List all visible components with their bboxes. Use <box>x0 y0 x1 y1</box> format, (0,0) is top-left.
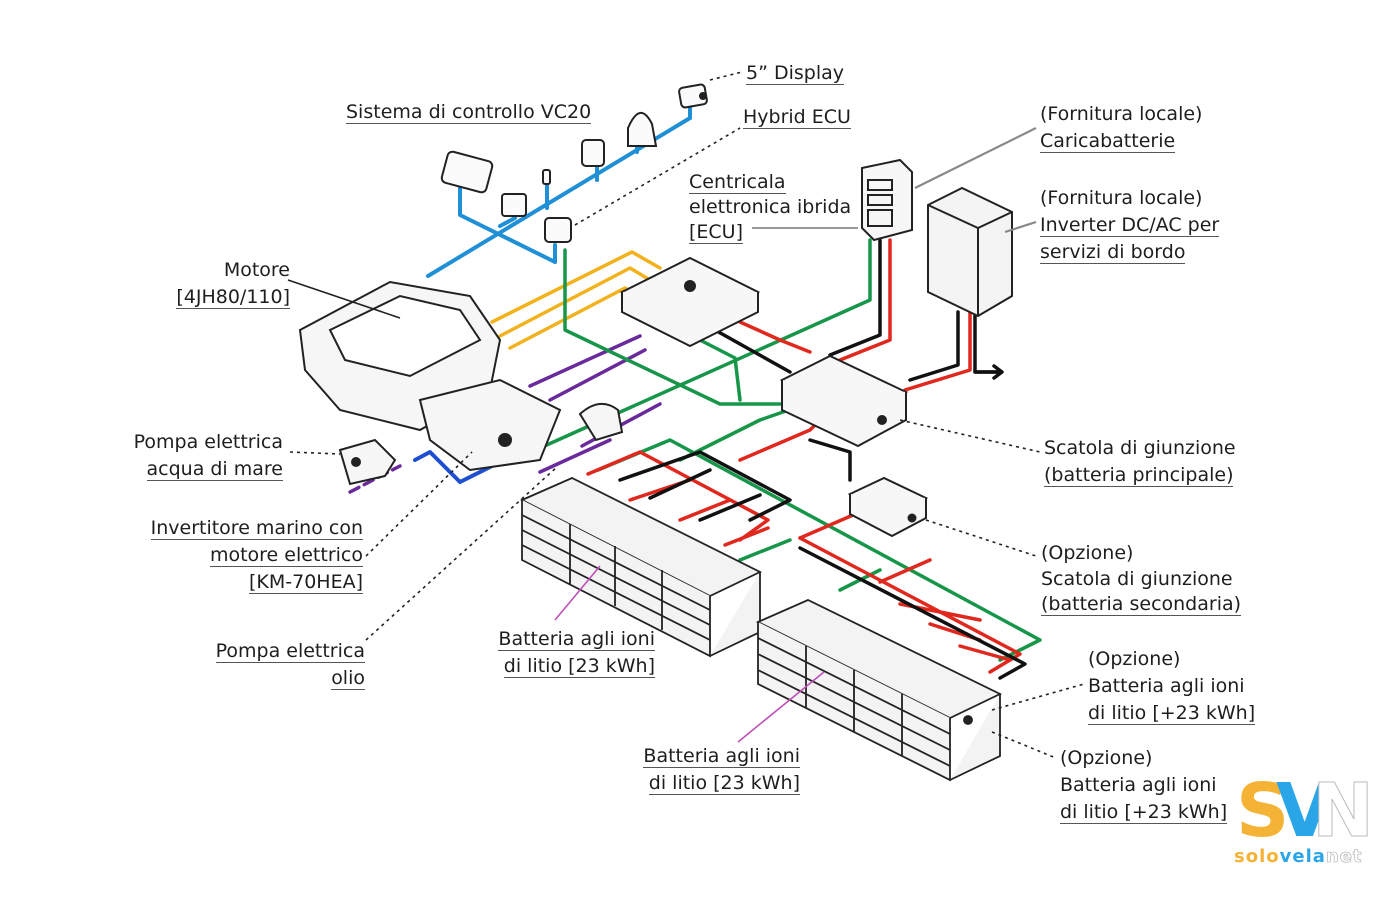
control-panel-icon <box>440 150 494 194</box>
logo-text: solovelanet <box>1234 846 1363 868</box>
positive-wiring <box>586 238 1022 674</box>
label-battery-opt-line: Batteria agli ioni <box>1060 774 1217 796</box>
hybrid-ecu-module-icon <box>544 217 572 243</box>
label-battery-opt-line: (Opzione) <box>1088 648 1181 670</box>
label-inverter: (Fornitura locale) Inverter DC/AC per se… <box>1040 185 1220 266</box>
logo-text-solo: solo <box>1234 846 1280 867</box>
label-vc20: Sistema di controllo VC20 <box>346 99 592 126</box>
label-seawater-pump: Pompa elettrica acqua di mare <box>90 429 283 483</box>
logo-text-vela: vela <box>1279 846 1326 867</box>
gauge-icon <box>581 139 605 167</box>
label-junction-secondary-line: (batteria secondaria) <box>1041 593 1242 616</box>
label-battery-opt-2: (Opzione) Batteria agli ioni di litio [+… <box>1060 745 1228 826</box>
label-junction-secondary-line: Scatola di giunzione <box>1041 567 1233 590</box>
label-ecu-line: elettronica ibrida <box>689 196 852 218</box>
throttle-lever-icon <box>627 112 658 147</box>
label-ecu-line: [ECU] <box>689 221 744 244</box>
label-marine-gear-line: motore elettrico <box>209 544 363 567</box>
label-battery-1: Batteria agli ioni di litio [23 kWh] <box>455 626 655 680</box>
label-marine-gear-line: [KM-70HEA] <box>249 571 363 594</box>
label-engine-line: Motore <box>223 259 290 281</box>
label-engine-line: [4JH80/110] <box>176 286 290 309</box>
label-marine-gear-line: Invertitore marino con <box>150 517 363 540</box>
label-inverter-line: (Fornitura locale) <box>1040 187 1203 209</box>
negative-wiring <box>618 238 1027 680</box>
label-marine-gear: Invertitore marino con motore elettrico … <box>90 515 363 596</box>
label-battery-line: di litio [23 kWh] <box>648 772 800 795</box>
label-junction-main-line: Scatola di giunzione <box>1044 437 1236 459</box>
label-battery-line: di litio [23 kWh] <box>503 655 655 678</box>
label-inverter-line: Inverter DC/AC per <box>1040 214 1220 237</box>
logo-letter-v: V <box>1276 768 1334 854</box>
label-battery-opt-line: (Opzione) <box>1060 747 1153 769</box>
vc20-devices <box>440 83 708 243</box>
central-ecu <box>619 256 761 348</box>
label-engine: Motore [4JH80/110] <box>140 257 290 311</box>
engine <box>298 280 624 486</box>
junction-box-main <box>779 354 909 448</box>
label-battery-line: Batteria agli ioni <box>643 745 800 768</box>
label-oil-pump-line: Pompa elettrica <box>215 640 365 663</box>
label-oil-pump-line: olio <box>331 667 365 690</box>
leader-lines <box>287 71 1085 759</box>
label-central-ecu: Centricala elettronica ibrida [ECU] <box>689 170 851 245</box>
label-junction-secondary-line: (Opzione) <box>1041 542 1134 564</box>
logo-text-net: net <box>1325 846 1363 868</box>
label-seawater-pump-line: acqua di mare <box>146 458 283 481</box>
label-battery-opt-1: (Opzione) Batteria agli ioni di litio [+… <box>1088 646 1256 727</box>
label-charger-line: Caricabatterie <box>1040 130 1176 153</box>
solovela-logo: S V N solovelanet <box>1232 768 1374 872</box>
inverter-unit <box>927 186 1013 318</box>
label-junction-main: Scatola di giunzione (batteria principal… <box>1044 435 1236 489</box>
label-battery-line: Batteria agli ioni <box>498 628 655 651</box>
label-hybrid-ecu: Hybrid ECU <box>743 104 851 131</box>
label-charger: (Fornitura locale) Caricabatterie <box>1040 101 1202 155</box>
logo-letter-s: S <box>1236 768 1290 854</box>
label-display: 5” Display <box>746 60 845 87</box>
charger-unit <box>861 158 913 242</box>
battery-pack-secondary <box>755 599 1003 782</box>
label-display-text: 5” Display <box>746 62 845 85</box>
label-hybrid-ecu-text: Hybrid ECU <box>743 106 851 129</box>
key-switch-icon <box>542 169 551 185</box>
label-oil-pump: Pompa elettrica olio <box>150 638 365 692</box>
label-inverter-line: servizi di bordo <box>1040 241 1186 264</box>
label-charger-line: (Fornitura locale) <box>1040 103 1203 125</box>
label-vc20-text: Sistema di controllo VC20 <box>346 101 592 124</box>
label-junction-main-line: (batteria principale) <box>1044 464 1234 487</box>
label-battery-opt-line: di litio [+23 kWh] <box>1088 702 1256 725</box>
label-battery-opt-line: Batteria agli ioni <box>1088 675 1245 697</box>
label-battery-2: Batteria agli ioni di litio [23 kWh] <box>600 743 800 797</box>
label-battery-opt-line: di litio [+23 kWh] <box>1060 801 1228 824</box>
battery-pack-main <box>519 477 763 658</box>
output-arrow <box>973 364 1004 380</box>
sensor-module-icon <box>501 193 527 217</box>
junction-box-secondary <box>847 476 929 538</box>
label-seawater-pump-line: Pompa elettrica <box>133 431 283 453</box>
logo-letter-n: N <box>1312 768 1375 854</box>
label-ecu-line: Centricala <box>689 171 786 194</box>
label-junction-secondary: (Opzione) Scatola di giunzione (batteria… <box>1041 541 1242 618</box>
